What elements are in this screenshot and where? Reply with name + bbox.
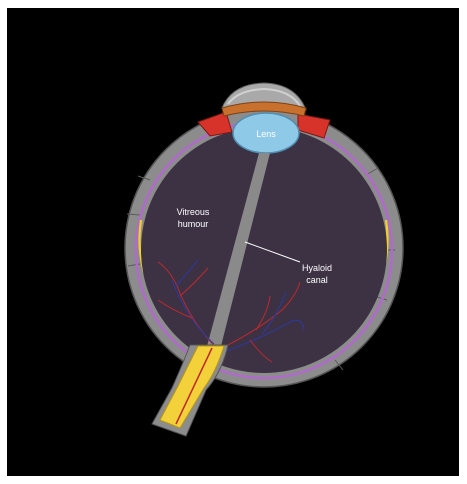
hyaloid-canal-label-line1: Hyaloid	[302, 263, 332, 273]
hyaloid-canal-label-line2: canal	[306, 275, 328, 285]
vitreous-humour-label-line2: humour	[178, 219, 209, 229]
lens-label: Lens	[256, 129, 276, 139]
vitreous-humour-label-line1: Vitreous	[177, 207, 210, 217]
